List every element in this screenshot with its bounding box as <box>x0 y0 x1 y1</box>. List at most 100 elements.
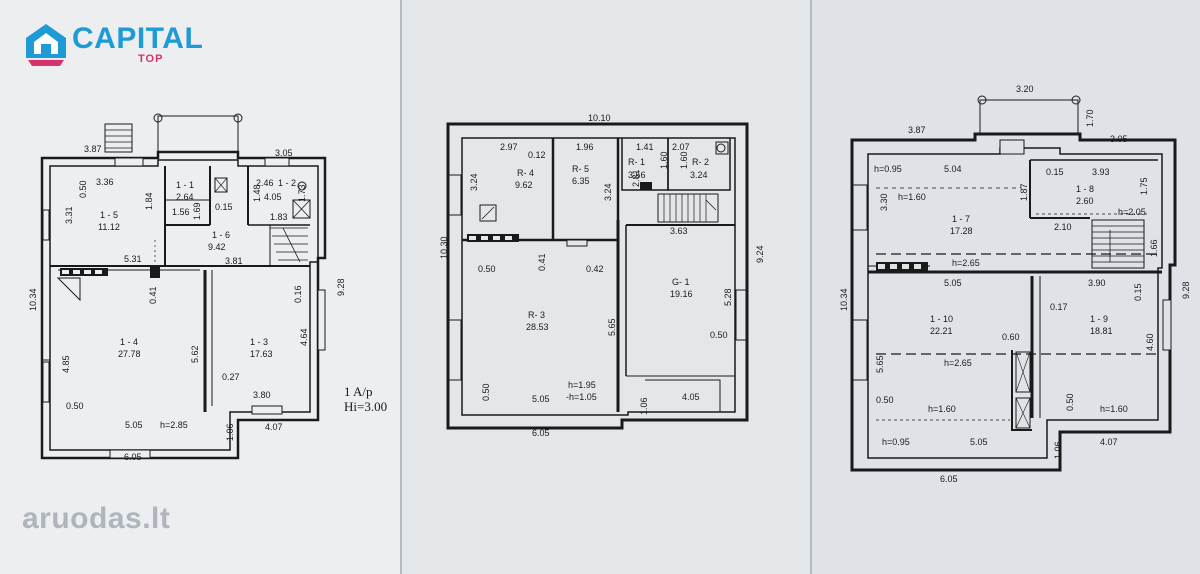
dim: 10.34 <box>839 288 849 311</box>
dim: 0.41 <box>148 286 158 304</box>
dim: 2.97 <box>500 142 518 152</box>
room-id: 1 - 9 <box>1090 314 1108 324</box>
dim: 0.60 <box>1002 332 1020 342</box>
dim: 1.83 <box>270 212 288 222</box>
dim: 6.05 <box>124 452 142 462</box>
dim: 1.06 <box>225 423 235 441</box>
dim: 9.28 <box>1181 281 1191 299</box>
watermark: aruodas.lt <box>22 502 170 536</box>
room-area: 6.35 <box>572 176 590 186</box>
dim: 1.87 <box>1019 183 1029 201</box>
room-id: 1 - 8 <box>1076 184 1094 194</box>
dim: 5.04 <box>944 164 962 174</box>
dim: 0.12 <box>528 150 546 160</box>
dim: 6.05 <box>940 474 958 484</box>
dim: 10.34 <box>28 288 38 311</box>
plan3-rooms: 1 - 8 2.60 1 - 7 17.28 1 - 10 22.21 1 - … <box>930 184 1113 336</box>
brand-tier: TOP <box>138 53 164 65</box>
room-id: 1 - 10 <box>930 314 953 324</box>
room-id: 1 - 5 <box>100 210 118 220</box>
dim: 3.81 <box>225 256 243 266</box>
dim: 3.87 <box>84 144 102 154</box>
dim: 0.50 <box>478 264 496 274</box>
plan1-walls <box>40 113 327 460</box>
dim: 0.50 <box>66 401 84 411</box>
dim: 0.50 <box>710 330 728 340</box>
dim: 0.15 <box>1046 167 1064 177</box>
dim: 1.66 <box>1149 239 1159 257</box>
dim: 0.41 <box>537 253 547 271</box>
room-id: 1 - 3 <box>250 337 268 347</box>
plan2-rooms: R- 4 9.62 R- 5 6.35 R- 1 3.56 R- 2 3.24 … <box>515 157 709 332</box>
dim: 3.24 <box>603 183 613 201</box>
dim: 1.06 <box>1053 441 1063 459</box>
room-id: R- 5 <box>572 164 589 174</box>
room-area: 18.81 <box>1090 326 1113 336</box>
dim: h=1.60 <box>928 404 956 414</box>
dim: 1.60 <box>679 151 689 169</box>
capital-logo-icon <box>26 24 66 66</box>
dim: 0.50 <box>481 383 491 401</box>
dim: h=2.85 <box>160 420 188 430</box>
dim: 1.48 <box>252 184 262 202</box>
room-id: 1 - 1 <box>176 180 194 190</box>
room-id: R- 4 <box>517 168 534 178</box>
room-area: 3.56 <box>628 170 646 180</box>
dim: 4.64 <box>299 328 309 346</box>
dim: 0.16 <box>293 285 303 303</box>
dim: h=2.65 <box>944 358 972 368</box>
watermark-tld: .lt <box>142 502 171 535</box>
plan-sheet-basement <box>400 0 810 574</box>
dim: 4.07 <box>265 422 283 432</box>
dim: -h=1.05 <box>566 392 597 402</box>
dim: 3.05 <box>275 148 293 158</box>
plan2-walls <box>446 122 749 430</box>
dim: 3.24 <box>469 173 479 191</box>
dim: h=2.05 <box>1118 207 1146 217</box>
dim: 9.24 <box>755 245 765 263</box>
dim: 4.60 <box>1145 333 1155 351</box>
dim: 0.42 <box>586 264 604 274</box>
dim: 4.85 <box>61 355 71 373</box>
dim: 1.96 <box>576 142 594 152</box>
dim: 5.31 <box>124 254 142 264</box>
dim: 10.30 <box>439 236 449 259</box>
dim: 0.15 <box>1133 283 1143 301</box>
room-id: R- 1 <box>628 157 645 167</box>
room-area: 9.42 <box>208 242 226 252</box>
room-area: 22.21 <box>930 326 953 336</box>
room-area: 19.16 <box>670 289 693 299</box>
floor-note: 1 A/p <box>344 384 373 399</box>
room-area: 4.05 <box>264 192 282 202</box>
dim: 5.65 <box>875 355 885 373</box>
room-area: 28.53 <box>526 322 549 332</box>
dim: 5.28 <box>723 288 733 306</box>
dim: 0.27 <box>222 372 240 382</box>
dim: 0.15 <box>215 202 233 212</box>
dim: 1.41 <box>636 142 654 152</box>
dim: 5.05 <box>125 420 143 430</box>
room-area: 3.24 <box>690 170 708 180</box>
dim: 1.70 <box>1085 109 1095 127</box>
dim: 2.81 <box>631 169 641 187</box>
plan1-dimensions: 3.87 3.05 3.36 0.50 3.31 1.84 1.69 1.56 … <box>28 144 346 462</box>
dim: 3.93 <box>1092 167 1110 177</box>
dim: 4.07 <box>1100 437 1118 447</box>
dim: 3.80 <box>253 390 271 400</box>
room-area: 27.78 <box>118 349 141 359</box>
dim: 0.50 <box>876 395 894 405</box>
dim: 3.63 <box>670 226 688 236</box>
dim: h=1.60 <box>1100 404 1128 414</box>
room-area: 17.28 <box>950 226 973 236</box>
room-id: G- 1 <box>672 277 690 287</box>
plan1-rooms: 1 - 1 2.64 1 - 2 4.05 1 - 5 11.12 1 - 6 … <box>98 178 296 359</box>
sheet-seam <box>810 0 812 574</box>
dim: 3.20 <box>1016 84 1034 94</box>
dim: 6.05 <box>532 428 550 438</box>
plan-sheet-attic <box>810 0 1200 574</box>
dim: 0.17 <box>1050 302 1068 312</box>
dim: 2.10 <box>1054 222 1072 232</box>
plan2-dimensions: 10.10 2.97 0.12 1.96 1.41 2.07 3.24 1.60… <box>439 113 765 438</box>
room-id: 1 - 2 <box>278 178 296 188</box>
